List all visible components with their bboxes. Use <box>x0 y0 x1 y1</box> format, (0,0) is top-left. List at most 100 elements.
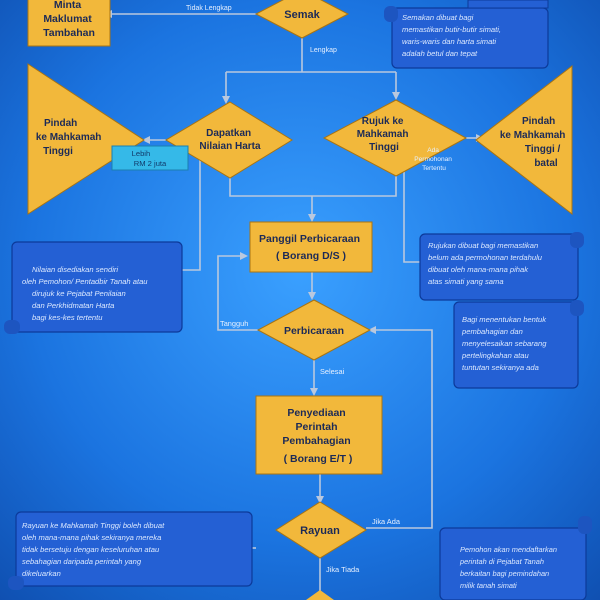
note-pemohon-line: Pemohon akan mendaftarkan <box>460 545 557 554</box>
note-pemohon-line: perintah di Pejabat Tanah <box>459 557 544 566</box>
arrow-to-rujuk <box>392 92 400 100</box>
note-bagi-line: pembahagian dan <box>461 327 523 336</box>
note-rayuan-line: oleh mana-mana pihak sekiranya mereka <box>22 533 161 542</box>
minta-line: Tambahan <box>43 27 95 39</box>
semak-label: Semak <box>284 9 320 21</box>
arrow-tangguh <box>240 252 248 260</box>
note-semakan-line: waris-waris dan harta simati <box>402 37 496 46</box>
line-tangguh-loop <box>217 255 258 331</box>
perbicaraan-label: Perbicaraan <box>284 325 344 337</box>
box-penyediaan-perintah: Penyediaan Perintah Pembahagian ( Borang… <box>255 395 383 475</box>
svg-text:Ada Permohonan Tertent: Ada Permohonan Tertentu <box>414 147 454 172</box>
diamond-rayuan: Rayuan <box>275 501 367 559</box>
rujuk-line: Tinggi <box>369 142 399 153</box>
svg-text:Nilaian disediakan sendiri: Nilaian disediakan sendiri oleh Pemohon/… <box>22 265 150 322</box>
svg-text:Lebih RM 2 juta: Lebih RM 2 juta <box>132 149 167 168</box>
arrow-jika-ada <box>368 326 376 334</box>
lebih-line: Lebih <box>132 149 151 158</box>
pindah-right-line: Tinggi / <box>525 144 561 155</box>
pindah-right-line: batal <box>534 158 558 169</box>
note-rayuan-line: tidak bersetuju dengan keseluruhan atau <box>22 545 160 554</box>
note-pemohon: Pemohon akan mendaftarkan perintah di Pe… <box>439 516 592 600</box>
note-nilaian: Nilaian disediakan sendiri oleh Pemohon/… <box>4 241 183 334</box>
panggil-line: ( Borang D/S ) <box>276 250 346 262</box>
box-minta-maklumat: Minta Maklumat Tambahan <box>27 0 111 47</box>
diamond-semak: Semak <box>254 0 350 39</box>
label-lengkap: Lengkap <box>310 47 337 54</box>
penyediaan-line: Penyediaan <box>287 407 345 419</box>
line-jika-ada-loop <box>366 329 433 529</box>
note-bagi-line: Bagi menentukan bentuk <box>462 315 547 324</box>
pindah-left-line: Pindah <box>44 118 77 129</box>
svg-text:Pemohon akan mendaftarkan: Pemohon akan mendaftarkan perintah di Pe… <box>459 545 559 590</box>
line-merge <box>229 174 397 197</box>
note-nilaian-line: Nilaian disediakan sendiri <box>32 265 118 274</box>
svg-text:Bagi menentukan bentuk p: Bagi menentukan bentuk pembahagian dan m… <box>461 315 549 372</box>
rayuan-label: Rayuan <box>300 525 340 537</box>
note-semakan-line: memastikan butir-butir simati, <box>402 25 501 34</box>
note-nilaian-line: bagi kes-kes tertentu <box>32 313 103 322</box>
label-selesai: Selesai <box>320 367 345 376</box>
panggil-line: Panggil Perbicaraan <box>259 233 360 245</box>
note-pemohon-line: milik tanah simati <box>460 581 517 590</box>
dapatkan-line: Dapatkan <box>206 128 251 139</box>
svg-text:Penyediaan Perintah: Penyediaan Perintah Pembahagian ( Borang… <box>282 407 353 465</box>
arrow-to-pindah-left <box>142 136 150 144</box>
label-jika-ada: Jika Ada <box>372 517 401 526</box>
note-bagi-line: pertelingkahan atau <box>461 351 529 360</box>
pindah-right-line: Pindah <box>522 116 555 127</box>
label-jika-tiada: Jika Tiada <box>326 565 360 574</box>
diamond-perbicaraan: Perbicaraan <box>256 299 372 361</box>
note-top-fragment <box>467 0 549 9</box>
line-note-rujukan <box>403 170 422 263</box>
connector-lines <box>104 10 484 596</box>
penyediaan-line: ( Borang E/T ) <box>284 453 353 465</box>
triangle-pindah-left: Pindah ke Mahkamah Tinggi <box>27 63 145 215</box>
note-rayuan: Rayuan ke Mahkamah Tinggi boleh dibuat o… <box>8 511 253 590</box>
svg-text:Rujukan dibuat bagi memastikan: Rujukan dibuat bagi memastikan belum ada… <box>428 241 544 286</box>
note-semakan-line: Semakan dibuat bagi <box>402 13 474 22</box>
svg-text:Dapatkan Nilaian Harta: Dapatkan Nilaian Harta <box>199 128 261 152</box>
note-nilaian-line: dan Perkhidmatan Harta <box>32 301 114 310</box>
label-ada-permohonan-line: Tertentu <box>422 165 446 172</box>
pindah-right-line: ke Mahkamah <box>500 130 566 141</box>
note-rayuan-line: sebahagian daripada perintah yang <box>22 557 142 566</box>
arrow-to-perbicaraan <box>308 292 316 300</box>
svg-text:Pindah ke Mahkamah: Pindah ke Mahkamah Tinggi / batal <box>500 116 568 169</box>
diamond-rujuk: Rujuk ke Mahkamah Tinggi <box>322 99 468 177</box>
arrow-to-dapatkan <box>222 96 230 104</box>
svg-text:Semakan dibuat bagi mema: Semakan dibuat bagi memastikan butir-but… <box>402 13 503 58</box>
note-rujukan: Rujukan dibuat bagi memastikan belum ada… <box>419 232 584 301</box>
label-ada-permohonan-line: Permohonan <box>414 156 452 163</box>
penyediaan-line: Pembahagian <box>282 435 350 447</box>
arrow-to-rayuan <box>316 496 324 504</box>
note-bagi: Bagi menentukan bentuk pembahagian dan m… <box>453 300 584 389</box>
triangle-pindah-right: Pindah ke Mahkamah Tinggi / batal <box>475 64 573 216</box>
arrow-to-panggil <box>308 214 316 222</box>
label-tidak-lengkap: Tidak Lengkap <box>186 5 232 12</box>
svg-text:Pindah ke Mahkamah: Pindah ke Mahkamah Tinggi <box>36 118 104 157</box>
note-bagi-line: menyelesaikan sebarang <box>462 339 547 348</box>
rujuk-line: Mahkamah <box>357 129 409 140</box>
note-rujukan-line: dibuat oleh mana-mana pihak <box>428 265 529 274</box>
minta-line: Minta <box>54 0 82 11</box>
label-ada-permohonan-line: Ada <box>427 147 439 154</box>
note-semakan-line: adalah betul dan tepat <box>402 49 478 58</box>
note-rayuan-line: dikeluarkan <box>22 569 61 578</box>
box-panggil-perbicaraan: Panggil Perbicaraan ( Borang D/S ) <box>249 221 373 273</box>
svg-text:Rayuan ke Mahkamah Tinggi bole: Rayuan ke Mahkamah Tinggi boleh dibuat o… <box>22 521 166 578</box>
diamond-dapatkan: Dapatkan Nilaian Harta <box>165 101 293 179</box>
note-rayuan-line: Rayuan ke Mahkamah Tinggi boleh dibuat <box>22 521 165 530</box>
pindah-left-line: ke Mahkamah <box>36 132 102 143</box>
note-nilaian-line: oleh Pemohon/ Pentadbir Tanah atau <box>22 277 148 286</box>
note-rujukan-line: atas simati yang sama <box>428 277 504 286</box>
lebih-line: RM 2 juta <box>134 159 167 168</box>
label-tangguh: Tangguh <box>220 319 248 328</box>
arrow-to-penyediaan <box>310 388 318 396</box>
note-rujukan-line: belum ada permohonan terdahulu <box>428 253 543 262</box>
rujuk-line: Rujuk ke <box>362 116 404 127</box>
note-nilaian-line: dirujuk ke Pejabat Penilaian <box>32 289 126 298</box>
svg-text:Panggil Perbicaraan ( Bo: Panggil Perbicaraan ( Borang D/S ) <box>259 233 363 262</box>
minta-line: Maklumat <box>43 13 92 25</box>
